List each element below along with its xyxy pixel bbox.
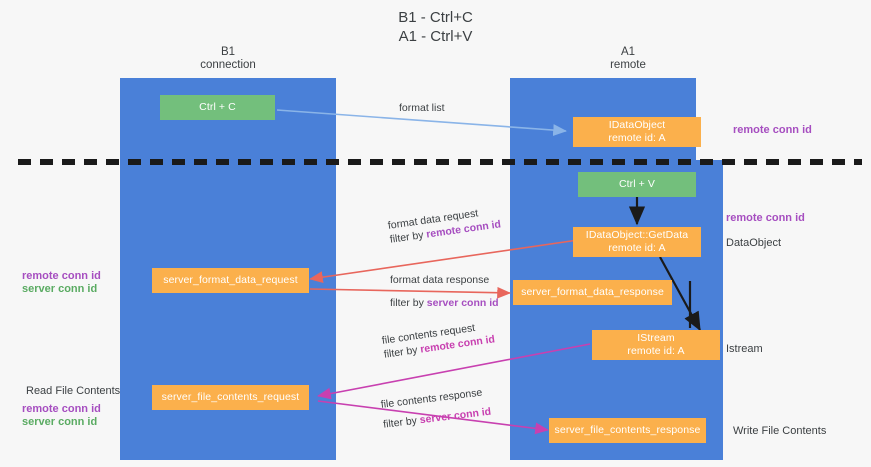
page-title: B1 - Ctrl+C A1 - Ctrl+V <box>398 9 473 45</box>
box-ctrl-v[interactable]: Ctrl + V <box>578 172 696 197</box>
box-server-file-contents-request[interactable]: server_file_contents_request <box>152 385 309 410</box>
box-server-file-contents-response[interactable]: server_file_contents_response <box>549 418 706 443</box>
lane-header-a1: A1 remote <box>610 46 646 71</box>
edge-label-format-list: format list <box>399 102 445 114</box>
box-server-format-data-response[interactable]: server_format_data_response <box>513 280 672 305</box>
right-label-remote-conn-id-mid: remote conn id <box>726 212 805 224</box>
box-istream[interactable]: IStream remote id: A <box>592 330 720 360</box>
left-label-server-conn-id-mid: server conn id <box>22 283 98 295</box>
box-idataobject[interactable]: IDataObject remote id: A <box>573 117 701 147</box>
lane-header-b1: B1 connection <box>200 46 256 71</box>
lane-a1-remote-extension <box>510 160 723 460</box>
left-label-read-file-contents: Read File Contents <box>26 385 121 397</box>
left-label-remote-conn-id-bottom: remote conn id <box>22 403 101 415</box>
connector-file-contents-response <box>317 400 549 435</box>
connector-file-contents-request <box>317 343 591 400</box>
connector-getdata-istream <box>659 256 701 332</box>
connector-format-data-response <box>309 286 511 299</box>
right-label-remote-conn-id-top: remote conn id <box>733 124 812 136</box>
edge-label-format-data-response: format data response <box>390 274 490 286</box>
box-server-format-data-request[interactable]: server_format_data_request <box>152 268 309 293</box>
box-ctrl-c[interactable]: Ctrl + C <box>160 95 275 120</box>
right-label-write-file-contents: Write File Contents <box>733 425 827 437</box>
connector-format-data-request <box>309 239 579 284</box>
edge-label-format-data-response-group: format data response filter by server co… <box>390 273 499 310</box>
right-label-istream: Istream <box>726 343 763 355</box>
connector-format-list <box>276 109 567 136</box>
edge-label-format-data-response-filter: filter by server conn id <box>390 297 499 309</box>
left-label-remote-conn-id-mid: remote conn id <box>22 270 101 282</box>
right-label-dataobject: DataObject <box>726 237 782 249</box>
box-idataobject-getdata[interactable]: IDataObject::GetData remote id: A <box>573 227 701 257</box>
left-label-server-conn-id-bottom: server conn id <box>22 416 98 428</box>
